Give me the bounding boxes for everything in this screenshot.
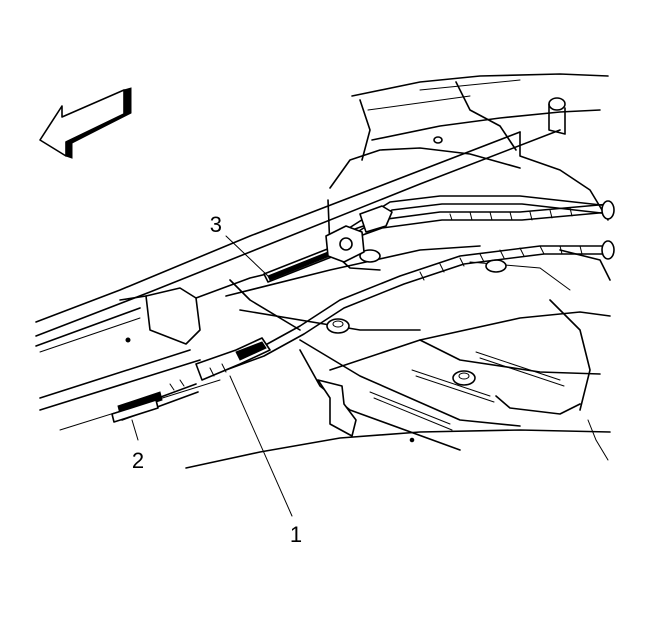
leader-line-1 — [229, 375, 293, 517]
leader-line-2 — [131, 419, 139, 441]
callout-1: 1 — [290, 522, 302, 547]
callout-3: 3 — [210, 212, 222, 237]
cable-end-rod — [111, 379, 199, 423]
cable-connector — [195, 337, 271, 381]
callout-2: 2 — [132, 448, 144, 473]
leader-lines — [131, 235, 293, 517]
leader-line-3 — [225, 235, 269, 277]
cable-guide — [263, 205, 393, 283]
vehicle-underbody — [35, 73, 611, 469]
front-direction-arrow-icon — [39, 87, 132, 159]
